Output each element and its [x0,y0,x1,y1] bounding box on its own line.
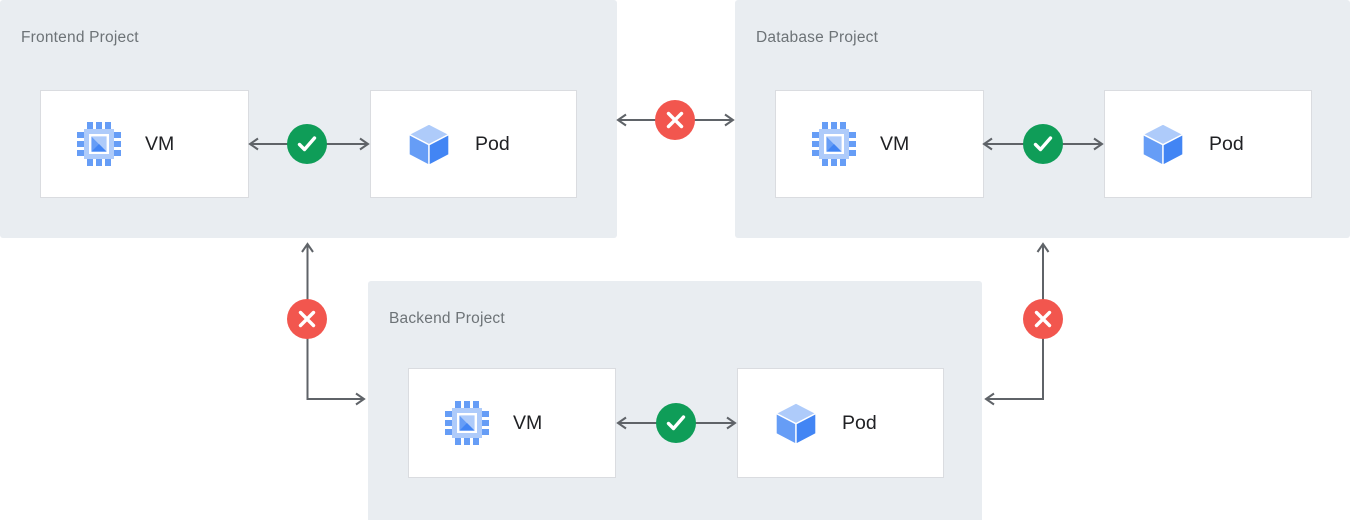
vm-icon [812,122,856,166]
frontend-vm-card: VM [40,90,249,198]
frontend-project-panel: Frontend Project VM [0,0,617,238]
frontend-project-title: Frontend Project [21,29,139,46]
vm-label: VM [880,132,910,155]
backend-vm-card: VM [408,368,616,478]
backend-project-panel: Backend Project VM [368,281,982,520]
vm-icon [77,122,121,166]
pod-label: Pod [842,411,877,434]
database-vm-card: VM [775,90,984,198]
database-project-title: Database Project [756,29,879,46]
allowed-check-icon [656,403,696,443]
allowed-check-icon [287,124,327,164]
database-project-panel: Database Project VM [735,0,1350,238]
blocked-x-icon [1023,299,1063,339]
frontend-pod-card: Pod [370,90,577,198]
database-pod-card: Pod [1104,90,1312,198]
pod-label: Pod [475,132,510,155]
vm-icon [445,401,489,445]
blocked-x-icon [287,299,327,339]
pod-icon [1142,123,1184,166]
backend-pod-card: Pod [737,368,944,478]
pod-icon [775,402,817,445]
pod-icon [408,123,450,166]
vm-label: VM [513,411,543,434]
pod-label: Pod [1209,132,1244,155]
allowed-check-icon [1023,124,1063,164]
vm-label: VM [145,132,175,155]
backend-project-title: Backend Project [389,310,505,327]
blocked-x-icon [655,100,695,140]
